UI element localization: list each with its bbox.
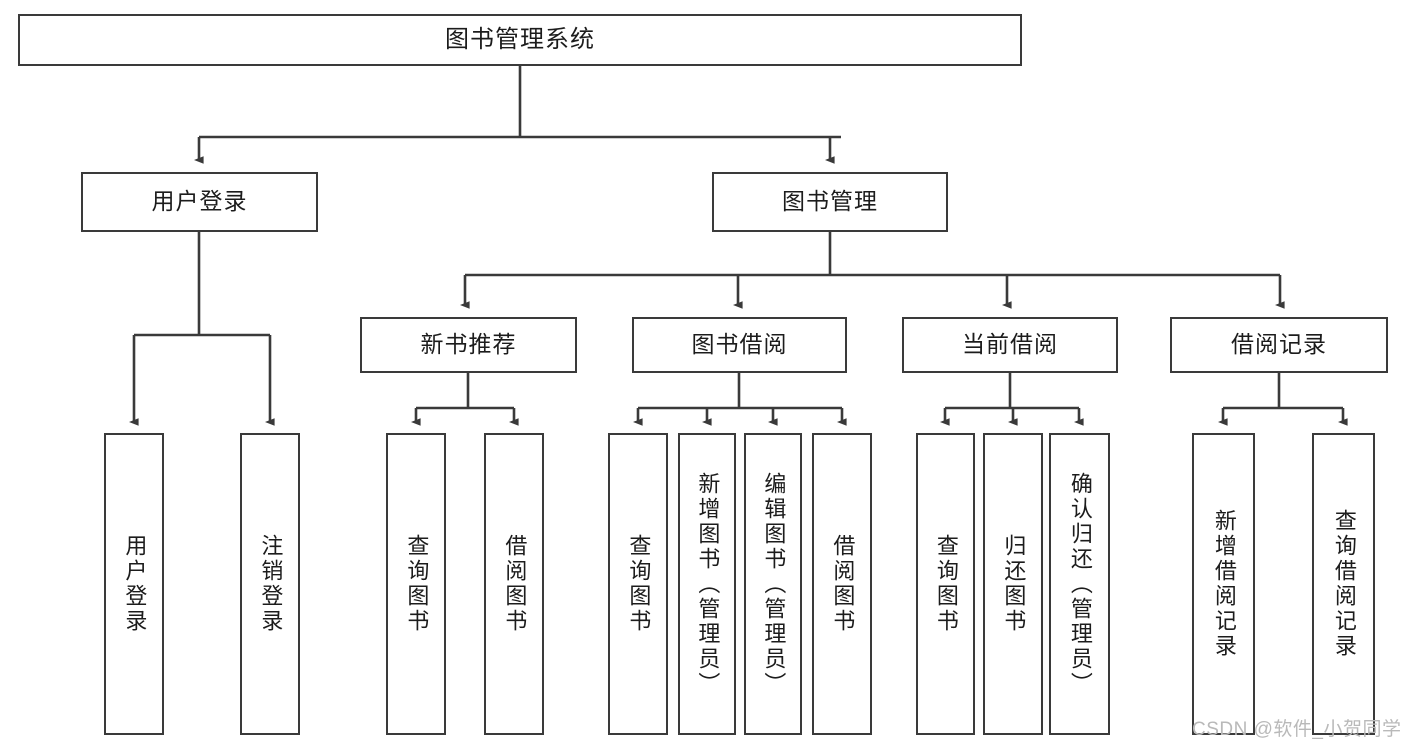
node-book-management[interactable]: 图书管理 bbox=[712, 172, 948, 232]
leaf-label: 新增图书（管理员） bbox=[695, 471, 721, 697]
node-leaf-logout[interactable]: 注销登录 bbox=[240, 433, 300, 735]
leaf-label: 确认归还（管理员） bbox=[1067, 471, 1093, 697]
leaf-label: 借阅图书 bbox=[502, 534, 528, 634]
leaf-label: 归还图书 bbox=[1001, 534, 1027, 634]
leaf-label: 查询图书 bbox=[626, 534, 652, 634]
node-book-borrow[interactable]: 图书借阅 bbox=[632, 317, 847, 373]
leaf-label: 新增借阅记录 bbox=[1211, 509, 1237, 659]
node-leaf-borrow-book-new[interactable]: 借阅图书 bbox=[484, 433, 544, 735]
leaf-label: 用户登录 bbox=[122, 534, 148, 634]
node-leaf-add-book-admin[interactable]: 新增图书（管理员） bbox=[678, 433, 736, 735]
node-leaf-return-book[interactable]: 归还图书 bbox=[983, 433, 1043, 735]
leaf-label: 编辑图书（管理员） bbox=[761, 471, 787, 697]
leaf-label: 查询借阅记录 bbox=[1331, 509, 1357, 659]
node-new-book-recommend[interactable]: 新书推荐 bbox=[360, 317, 577, 373]
leaf-label: 查询图书 bbox=[933, 534, 959, 634]
node-user-login[interactable]: 用户登录 bbox=[81, 172, 318, 232]
leaf-label: 查询图书 bbox=[404, 534, 430, 634]
node-leaf-user-login[interactable]: 用户登录 bbox=[104, 433, 164, 735]
node-leaf-borrow-book[interactable]: 借阅图书 bbox=[812, 433, 872, 735]
node-leaf-edit-book-admin[interactable]: 编辑图书（管理员） bbox=[744, 433, 802, 735]
node-leaf-add-borrow-record[interactable]: 新增借阅记录 bbox=[1192, 433, 1255, 735]
node-leaf-confirm-return-admin[interactable]: 确认归还（管理员） bbox=[1049, 433, 1110, 735]
node-leaf-query-book-borrow[interactable]: 查询图书 bbox=[608, 433, 668, 735]
node-current-borrow[interactable]: 当前借阅 bbox=[902, 317, 1118, 373]
node-leaf-query-borrow-record[interactable]: 查询借阅记录 bbox=[1312, 433, 1375, 735]
node-leaf-query-book-new[interactable]: 查询图书 bbox=[386, 433, 446, 735]
node-borrow-record[interactable]: 借阅记录 bbox=[1170, 317, 1388, 373]
leaf-label: 注销登录 bbox=[258, 534, 284, 634]
node-root[interactable]: 图书管理系统 bbox=[18, 14, 1022, 66]
node-leaf-query-book-current[interactable]: 查询图书 bbox=[916, 433, 975, 735]
leaf-label: 借阅图书 bbox=[830, 534, 856, 634]
csdn-watermark: CSDN @软件_小贺同学 bbox=[1192, 719, 1402, 740]
